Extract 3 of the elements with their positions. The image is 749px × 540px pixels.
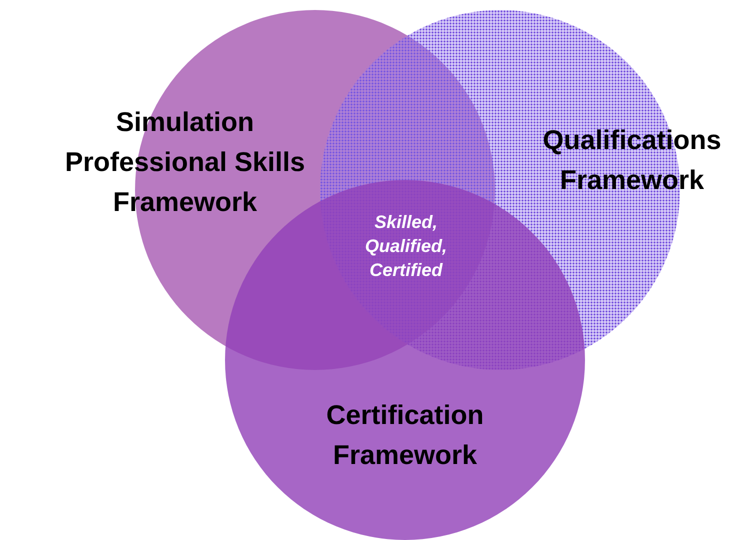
intersection-label: Skilled, Qualified, Certified [364,211,448,282]
circle-label: Qualifications Framework [542,124,722,197]
circle-label: Certification Framework [325,399,485,472]
